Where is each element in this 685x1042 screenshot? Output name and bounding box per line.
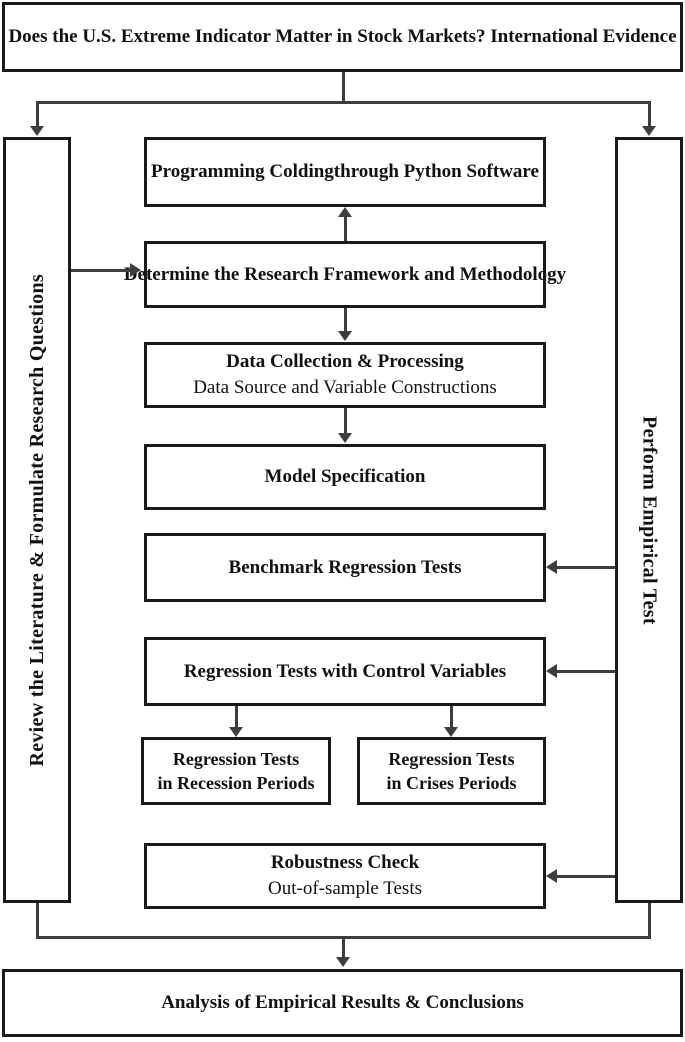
- arrowhead-framework-up: [338, 207, 352, 217]
- step-model-specification-label: Model Specification: [264, 466, 426, 488]
- arrowhead-control-recession: [229, 727, 243, 737]
- conclusion-label: Analysis of Empirical Results & Conclusi…: [161, 992, 524, 1014]
- left-rail-box: Review the Literature & Formulate Resear…: [3, 137, 71, 903]
- connector-rightrail-bottom: [648, 903, 651, 939]
- step-data-collection: Data Collection & Processing Data Source…: [144, 342, 546, 408]
- step-crises-line2: in Crises Periods: [386, 773, 517, 793]
- step-control-variables: Regression Tests with Control Variables: [144, 637, 546, 706]
- connector-left-drop: [36, 104, 39, 127]
- step-model-specification: Model Specification: [144, 444, 546, 510]
- arrowhead-framework-datacollection: [338, 331, 352, 341]
- connector-rail-control: [557, 670, 615, 673]
- step-recession-line2: in Recession Periods: [157, 773, 315, 793]
- connector-framework-datacollection: [344, 308, 347, 332]
- arrowhead-conclusion: [336, 957, 350, 967]
- title-box: Does the U.S. Extreme Indicator Matter i…: [2, 2, 683, 72]
- step-robustness-subtitle: Out-of-sample Tests: [268, 878, 422, 899]
- connector-bottom-rail: [36, 936, 651, 939]
- connector-litreview-framework: [71, 269, 131, 272]
- step-data-collection-title: Data Collection & Processing: [226, 351, 464, 373]
- arrowhead-rail-robustness: [546, 869, 557, 883]
- connector-rail-robustness: [557, 875, 615, 878]
- arrowhead-litreview-framework: [130, 263, 141, 277]
- step-benchmark: Benchmark Regression Tests: [144, 533, 546, 602]
- connector-datacollection-model: [344, 408, 347, 434]
- right-rail-box: Perform Empirical Test: [615, 137, 683, 903]
- arrowhead-right-drop: [642, 126, 656, 136]
- step-robustness: Robustness Check Out-of-sample Tests: [144, 843, 546, 909]
- step-robustness-title: Robustness Check: [270, 852, 420, 874]
- step-benchmark-label: Benchmark Regression Tests: [228, 556, 462, 578]
- arrowhead-datacollection-model: [338, 433, 352, 443]
- step-data-collection-subtitle: Data Source and Variable Constructions: [193, 377, 497, 398]
- step-programming-label: Programming Coldingthrough Python Softwa…: [151, 161, 539, 183]
- diagram-title: Does the U.S. Extreme Indicator Matter i…: [8, 26, 677, 48]
- connector-leftrail-bottom: [36, 903, 39, 939]
- step-programming: Programming Coldingthrough Python Softwa…: [144, 137, 546, 207]
- step-framework-label: Determine the Research Framework and Met…: [123, 263, 567, 285]
- arrowhead-rail-benchmark: [546, 560, 557, 574]
- connector-rail-benchmark: [557, 566, 615, 569]
- step-framework: Determine the Research Framework and Met…: [124, 241, 566, 308]
- left-rail-label: Review the Literature & Formulate Resear…: [25, 273, 48, 767]
- arrowhead-control-crises: [444, 727, 458, 737]
- conclusion-box: Analysis of Empirical Results & Conclusi…: [2, 969, 683, 1037]
- step-recession: Regression Tests in Recession Periods: [141, 737, 331, 805]
- step-control-variables-label: Regression Tests with Control Variables: [183, 660, 507, 682]
- arrowhead-rail-control: [546, 664, 557, 678]
- connector-top-rail: [36, 101, 651, 104]
- step-recession-line1: Regression Tests: [172, 748, 300, 769]
- step-crises: Regression Tests in Crises Periods: [357, 737, 546, 805]
- right-rail-label: Perform Empirical Test: [638, 415, 661, 625]
- connector-control-crises: [450, 706, 453, 728]
- connector-conclusion-stem: [342, 939, 345, 958]
- connector-framework-up: [344, 217, 347, 241]
- step-crises-line1: Regression Tests: [388, 748, 515, 769]
- connector-title-stem: [342, 72, 345, 102]
- connector-right-drop: [648, 104, 651, 127]
- arrowhead-left-drop: [30, 126, 44, 136]
- connector-control-recession: [235, 706, 238, 728]
